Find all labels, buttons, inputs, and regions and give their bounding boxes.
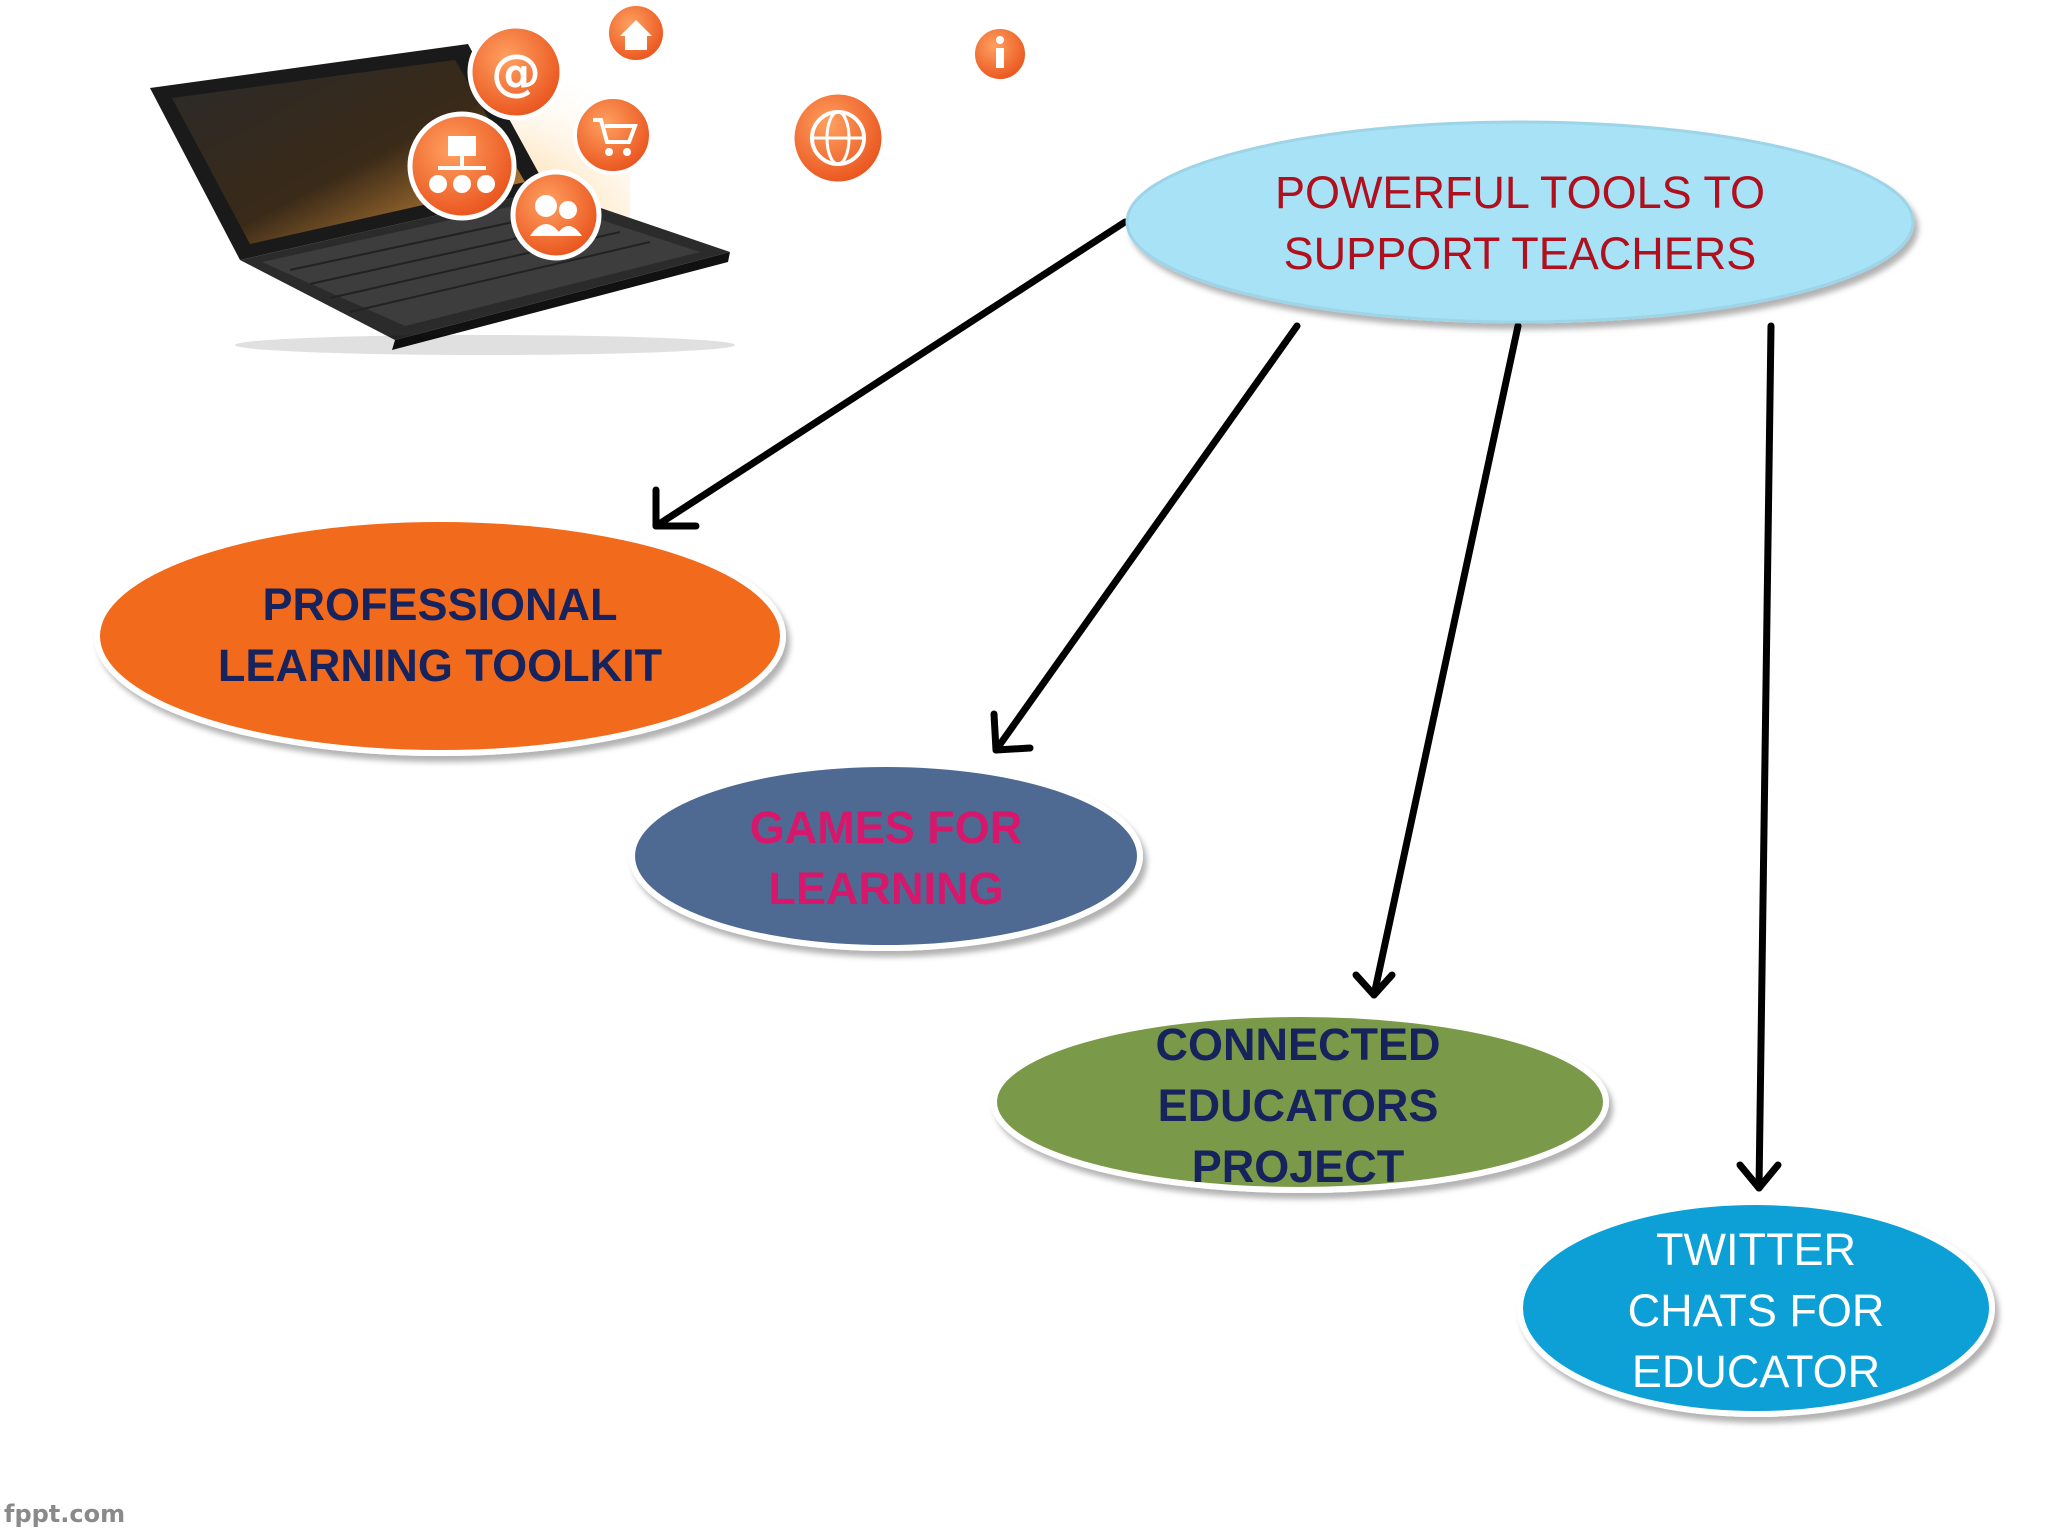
twitter-node-shape bbox=[1517, 1199, 1995, 1417]
globe-icon bbox=[789, 89, 887, 187]
connected-line-3: PROJECT bbox=[1191, 1140, 1405, 1192]
toolkit-node-shape bbox=[94, 516, 786, 756]
root-line-2: SUPPORT TEACHERS bbox=[1283, 228, 1757, 279]
svg-text:@: @ bbox=[491, 44, 541, 102]
at-sign-icon: @ bbox=[467, 23, 565, 121]
connected-line-2: EDUCATORS bbox=[1157, 1079, 1439, 1131]
games-line-2: LEARNING bbox=[768, 863, 1004, 914]
arrow-to-connected bbox=[1352, 322, 1522, 999]
users-icon bbox=[510, 169, 602, 261]
connected-line-1: CONNECTED bbox=[1155, 1018, 1441, 1070]
floating-icons: @ bbox=[407, 2, 1029, 261]
toolkit-line-2: LEARNING TOOLKIT bbox=[217, 640, 663, 691]
root-node-shape bbox=[1125, 120, 1915, 324]
games-node-shape bbox=[629, 761, 1143, 951]
root-line-1: POWERFUL TOOLS TO bbox=[1274, 167, 1766, 218]
connected-node-shape bbox=[991, 1011, 1609, 1193]
twitter-line-3: EDUCATOR bbox=[1631, 1345, 1881, 1397]
games-node-label: GAMES FOR LEARNING bbox=[686, 793, 1086, 923]
arrow-to-toolkit bbox=[652, 218, 1129, 530]
footer-brand: fppt.com bbox=[4, 1500, 126, 1528]
toolkit-line-1: PROFESSIONAL bbox=[262, 579, 618, 630]
cart-icon bbox=[573, 95, 653, 175]
arrow-to-games bbox=[990, 322, 1301, 754]
connected-node-label: CONNECTED EDUCATORS PROJECT bbox=[1098, 1010, 1498, 1200]
twitter-line-1: TWITTER bbox=[1656, 1223, 1856, 1275]
root-node-label: POWERFUL TOOLS TO SUPPORT TEACHERS bbox=[1160, 150, 1880, 296]
laptop-shadow bbox=[235, 335, 735, 355]
twitter-node-label: TWITTER CHATS FOR EDUCATOR bbox=[1556, 1215, 1956, 1405]
connector-arrows bbox=[652, 218, 1782, 1192]
laptop-edge bbox=[392, 252, 730, 350]
games-line-1: GAMES FOR bbox=[749, 802, 1023, 853]
org-chart-icon bbox=[407, 111, 517, 221]
arrow-to-twitter bbox=[1736, 322, 1782, 1192]
home-icon bbox=[605, 2, 667, 64]
toolkit-node-label: PROFESSIONAL LEARNING TOOLKIT bbox=[140, 570, 740, 700]
info-icon bbox=[971, 25, 1029, 83]
twitter-line-2: CHATS FOR bbox=[1627, 1284, 1885, 1336]
